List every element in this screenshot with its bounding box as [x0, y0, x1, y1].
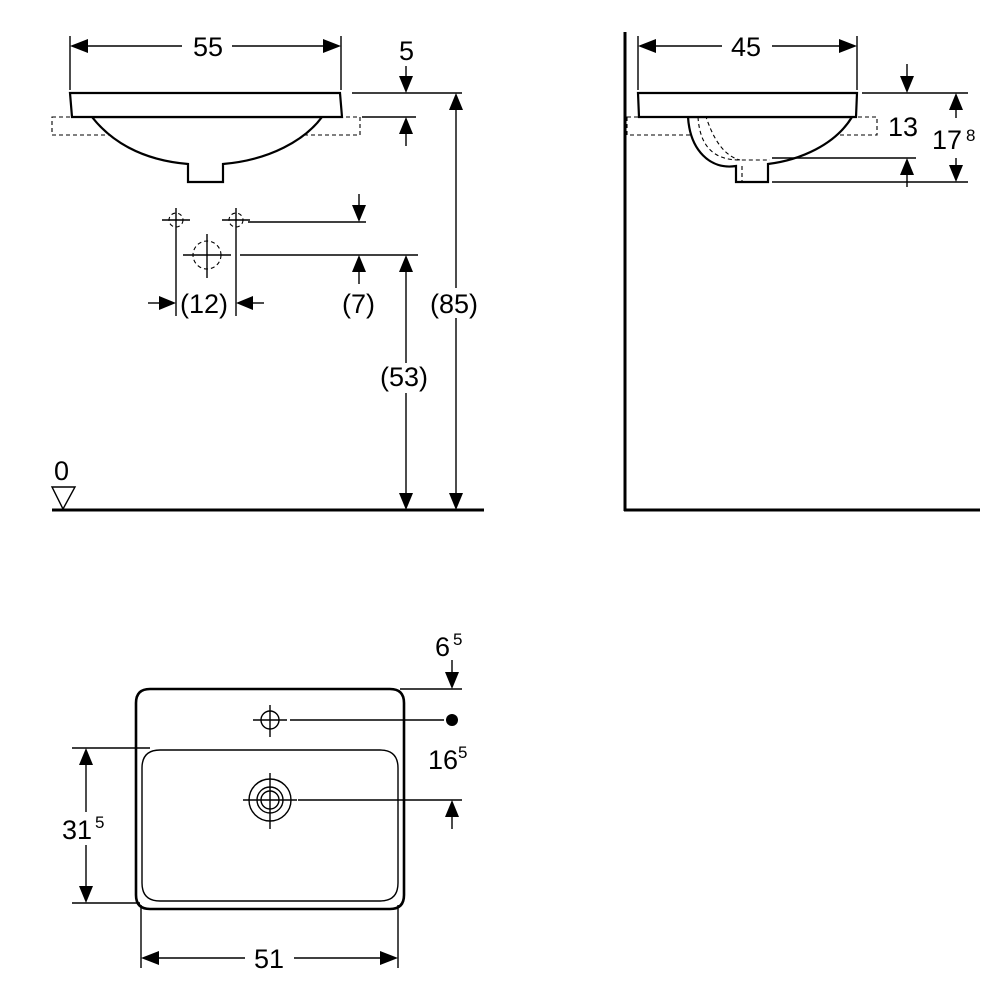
side-basin-bowl: [686, 115, 854, 184]
front-rim-thickness-label: 5: [399, 36, 414, 66]
front-tap-height-label: (7): [342, 289, 375, 319]
top-tap-hole-symbol: [253, 705, 287, 737]
drain-symbol-front: [183, 234, 231, 278]
side-overall-height-label: 17: [932, 125, 962, 155]
front-tap-spacing-label: (12): [180, 289, 228, 319]
floor-reference-label: 0: [54, 456, 69, 486]
front-basin-rim: [68, 91, 344, 119]
side-view: 45 13 17 8: [623, 32, 980, 512]
top-view: 6 5 16 5 31 5 51: [62, 630, 467, 974]
floor-reference-triangle: [50, 486, 77, 511]
tap-reference-dot: [446, 714, 458, 726]
front-basin-bowl: [89, 115, 325, 184]
top-drain-symbol: [243, 773, 297, 829]
front-total-height-label: (85): [430, 289, 478, 319]
top-drain-offset-sup: 5: [458, 743, 467, 762]
top-bowl-outline: [141, 749, 399, 902]
tap-hole-symbol-right: [222, 208, 250, 232]
front-view: 0 55 5: [50, 32, 484, 512]
top-bowl-length-sup: 5: [95, 813, 104, 832]
top-tap-offset-label: 6: [435, 632, 450, 662]
front-drain-height-label: (53): [380, 362, 428, 392]
top-tap-offset-sup: 5: [453, 630, 462, 649]
front-width-label: 55: [193, 32, 223, 62]
side-bowl-depth-label: 13: [888, 112, 918, 142]
side-basin-rim: [636, 91, 859, 119]
side-depth-label: 45: [731, 32, 761, 62]
side-overall-height-sup: 8: [966, 126, 975, 145]
top-bowl-length-label: 31: [62, 815, 92, 845]
tap-hole-symbol-left: [162, 208, 190, 232]
top-bowl-width-label: 51: [254, 944, 284, 974]
top-drain-offset-label: 16: [428, 745, 458, 775]
top-basin-outline: [134, 687, 406, 911]
